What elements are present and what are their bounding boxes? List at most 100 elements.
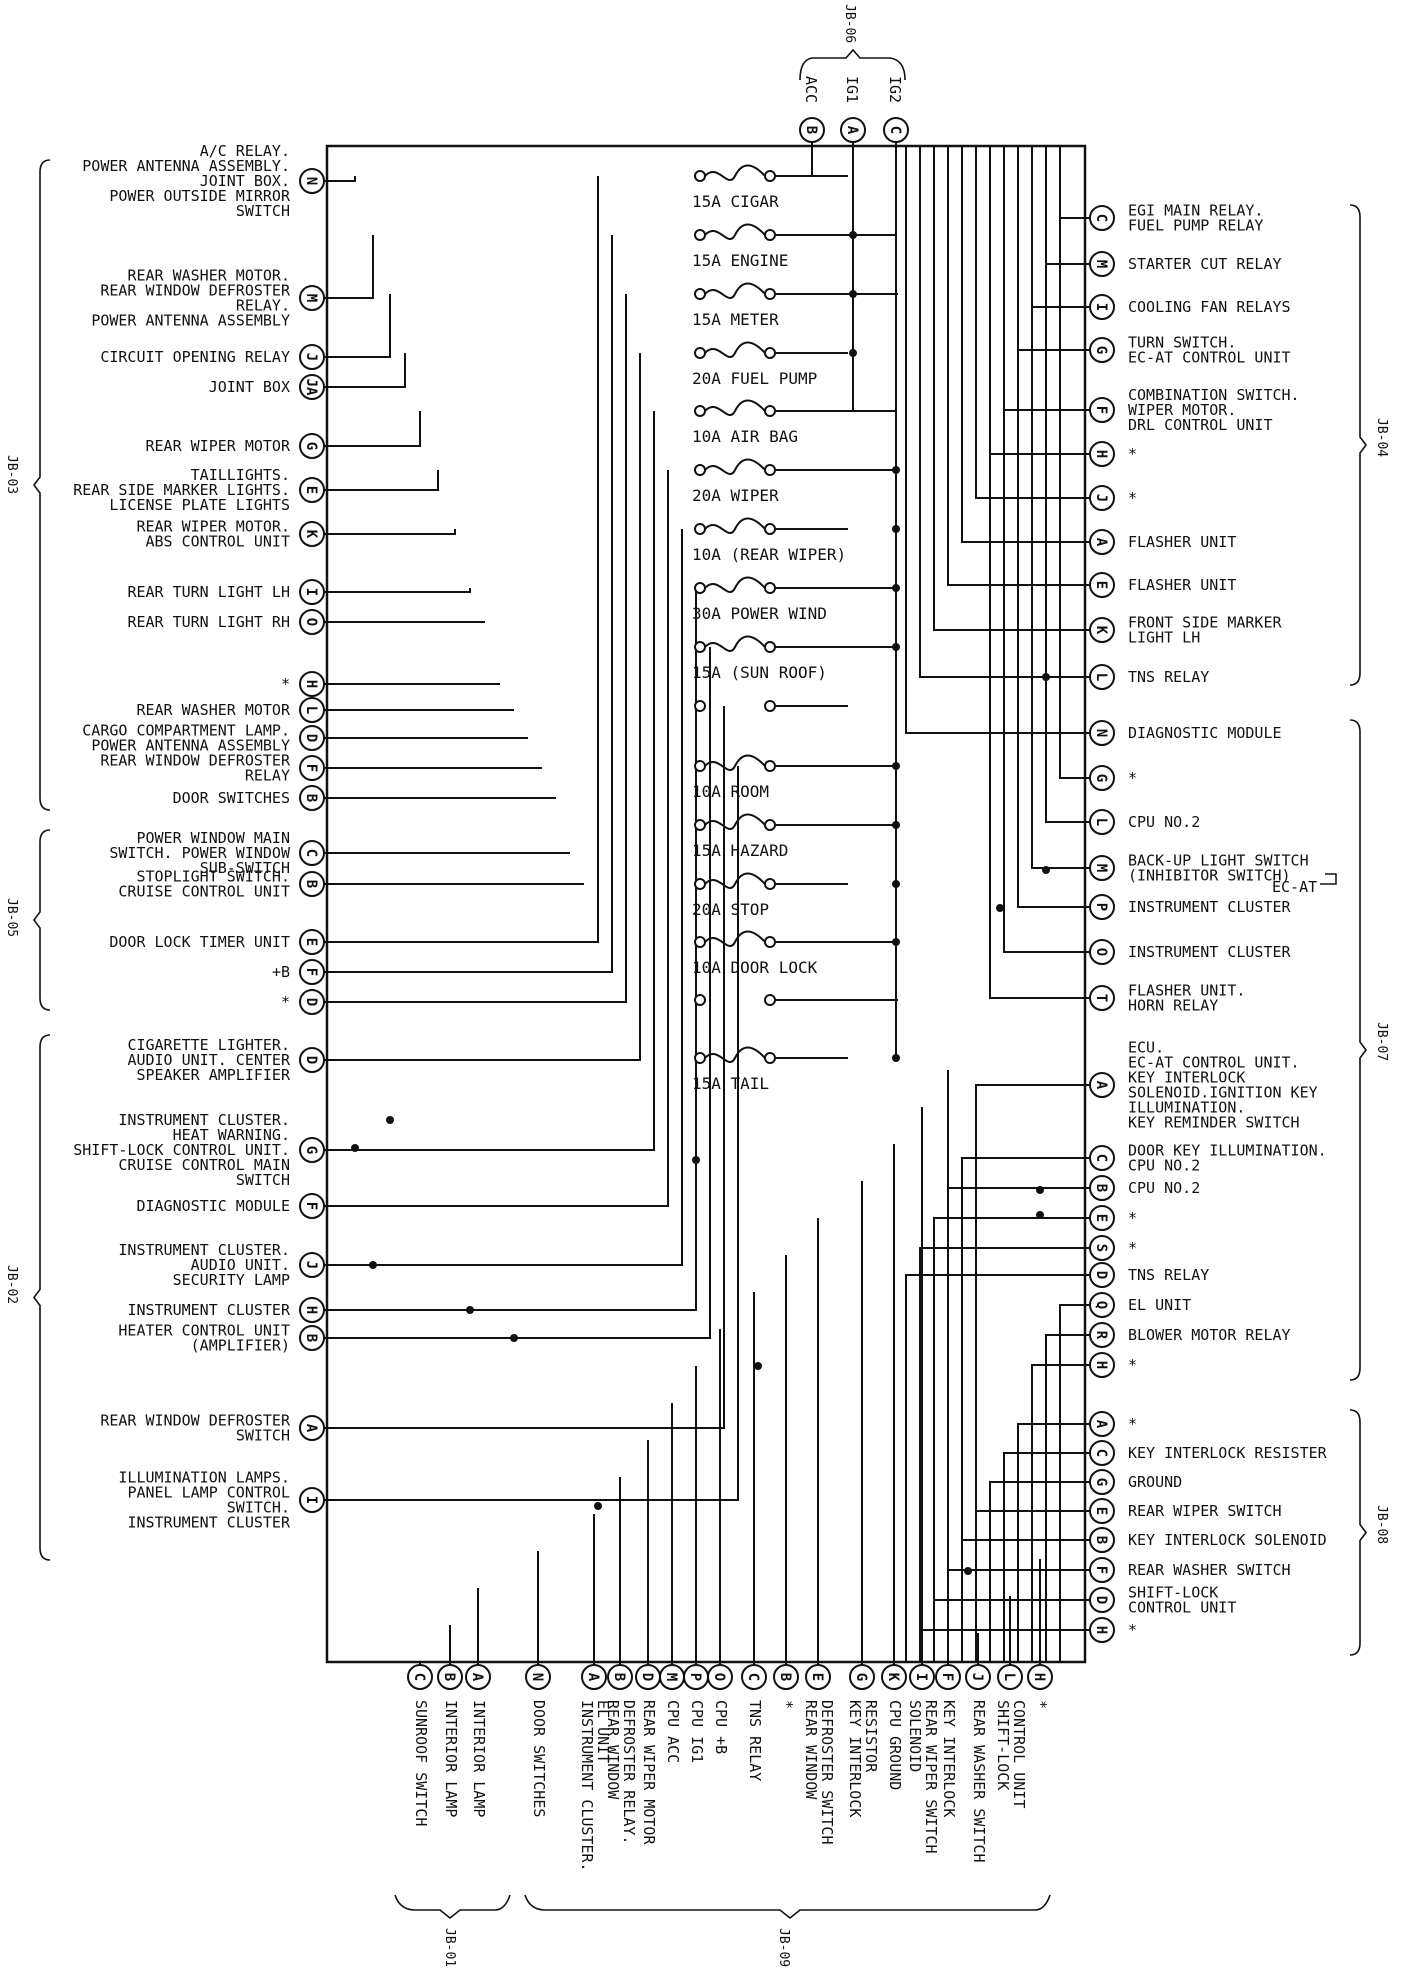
junction-dot (892, 643, 900, 651)
left-terminal-label: SWITCH. POWER WINDOW (109, 844, 291, 862)
right-terminal-label: REAR WIPER SWITCH (1128, 1502, 1282, 1520)
right-wire (1059, 1304, 1090, 1662)
right-terminal-label: REAR WASHER SWITCH (1128, 1561, 1291, 1579)
bottom-terminal-label: DEFROSTER RELAY. (620, 1700, 638, 1845)
terminal-letter: A (1093, 1081, 1109, 1090)
terminal-circle (299, 168, 325, 194)
right-terminal-label: * (1128, 1356, 1137, 1374)
right-terminal-label: * (1128, 1415, 1137, 1433)
fuse-contact (694, 347, 706, 359)
right-terminal-label: COMBINATION SWITCH. (1128, 386, 1300, 404)
left-terminal-label: REAR WASHER MOTOR. (127, 267, 290, 285)
terminal-letter: B (303, 1334, 319, 1342)
terminal-letter: C (887, 126, 903, 134)
left-wire (324, 235, 613, 973)
left-terminal-rear-washer-motor-rear-window-defroster-relay-power-antenna-assembly: M REAR WASHER MOTOR.REAR WINDOW DEFROSTER… (91, 267, 325, 330)
right-terminal-label: EL UNIT (1128, 1296, 1191, 1314)
fuse-label: 20A WIPER (692, 486, 779, 505)
terminal-circle (1089, 1205, 1115, 1231)
fuse-contact (764, 994, 776, 1006)
fuse-label: 15A TAIL (692, 1074, 769, 1093)
bracket (33, 1034, 51, 1561)
left-terminal-label: JOINT BOX. (200, 172, 290, 190)
terminal-circle (465, 1664, 491, 1690)
terminal-letter: E (1093, 1507, 1109, 1515)
fuse-contact (764, 347, 776, 359)
fuse-contact (764, 405, 776, 417)
fuse-label: 10A AIR BAG (692, 427, 798, 446)
bracket (799, 48, 906, 81)
terminal-circle (1089, 485, 1115, 511)
right-terminal-label: KEY INTERLOCK RESISTER (1128, 1444, 1328, 1462)
left-terminal-a-c-relay-power-antenna-assembly-joint-box-power-outside-mirror-switch: NA/C RELAY.POWER ANTENNA ASSEMBLY.JOINT … (82, 142, 325, 220)
terminal-letter: M (663, 1673, 679, 1681)
right-wire (1017, 146, 1090, 351)
left-terminal-label: DOOR SWITCHES (173, 789, 290, 807)
terminal-letter: A (585, 1673, 601, 1682)
fuse-label: 10A (REAR WIPER) (692, 545, 846, 564)
terminal-letter: J (1093, 494, 1109, 502)
terminal-letter: B (611, 1673, 627, 1681)
left-terminal-label: SECURITY LAMP (173, 1271, 290, 1289)
left-terminal-unlabeled: H* (281, 671, 325, 697)
right-terminal-label: KEY INTERLOCK (1128, 1069, 1245, 1087)
terminal-letter: D (303, 998, 319, 1006)
left-terminal-label: +B (272, 963, 290, 981)
fuse-contact (694, 819, 706, 831)
terminal-letter: M (303, 294, 319, 302)
right-wire (975, 146, 1090, 499)
right-terminal-label: KEY REMINDER SWITCH (1128, 1114, 1300, 1132)
left-terminal-label: * (281, 993, 290, 1011)
right-terminal-label: INSTRUMENT CLUSTER (1128, 943, 1292, 961)
terminal-circle (299, 579, 325, 605)
right-terminal-label: FLASHER UNIT (1128, 576, 1236, 594)
terminal-circle (299, 755, 325, 781)
junction-dot (892, 880, 900, 888)
right-terminal-label: WIPER MOTOR. (1128, 401, 1236, 419)
junction-dot (692, 1156, 700, 1164)
terminal-circle (1089, 397, 1115, 423)
ig1-bus (775, 130, 854, 412)
left-wire (324, 353, 406, 388)
terminal-circle (1089, 1527, 1115, 1553)
left-wire (324, 529, 683, 1266)
right-wire (975, 1510, 1090, 1662)
fuse-open-14 (694, 994, 776, 1006)
bottom-terminal-label: CONTROL UNIT (1010, 1700, 1028, 1808)
left-wire (324, 529, 456, 535)
fuse-contact (764, 760, 776, 772)
left-terminal-label: REAR WINDOW DEFROSTER (100, 282, 291, 300)
group-label-right: JB-07 (1374, 1022, 1389, 1061)
fuse-open-9 (694, 700, 776, 712)
fuse-contact (694, 288, 706, 300)
terminal-letter: A (469, 1673, 485, 1682)
junction-dot (369, 1261, 377, 1269)
left-terminal-label: REAR SIDE MARKER LIGHTS. (73, 481, 290, 499)
fuse-10a-door-lock: 10A DOOR LOCK (692, 930, 818, 977)
terminal-circle (525, 1664, 551, 1690)
terminal-circle (299, 671, 325, 697)
terminal-circle (1089, 1587, 1115, 1613)
right-wire (1045, 146, 1090, 823)
right-terminal-label: * (1128, 445, 1137, 463)
terminal-letter: K (885, 1673, 901, 1682)
right-terminal-label: * (1128, 1621, 1137, 1639)
left-terminal-unlabeled: D* (281, 989, 325, 1015)
terminal-letter: H (1093, 1361, 1109, 1369)
terminal-circle (773, 1664, 799, 1690)
right-terminal-unlabeled: H* (1089, 1352, 1137, 1378)
right-terminal-label: BLOWER MOTOR RELAY (1128, 1326, 1291, 1344)
terminal-circle (805, 1664, 831, 1690)
terminal-letter: I (1093, 303, 1109, 311)
right-terminal-label: KEY INTERLOCK SOLENOID (1128, 1531, 1327, 1549)
junction-dot (351, 1144, 359, 1152)
